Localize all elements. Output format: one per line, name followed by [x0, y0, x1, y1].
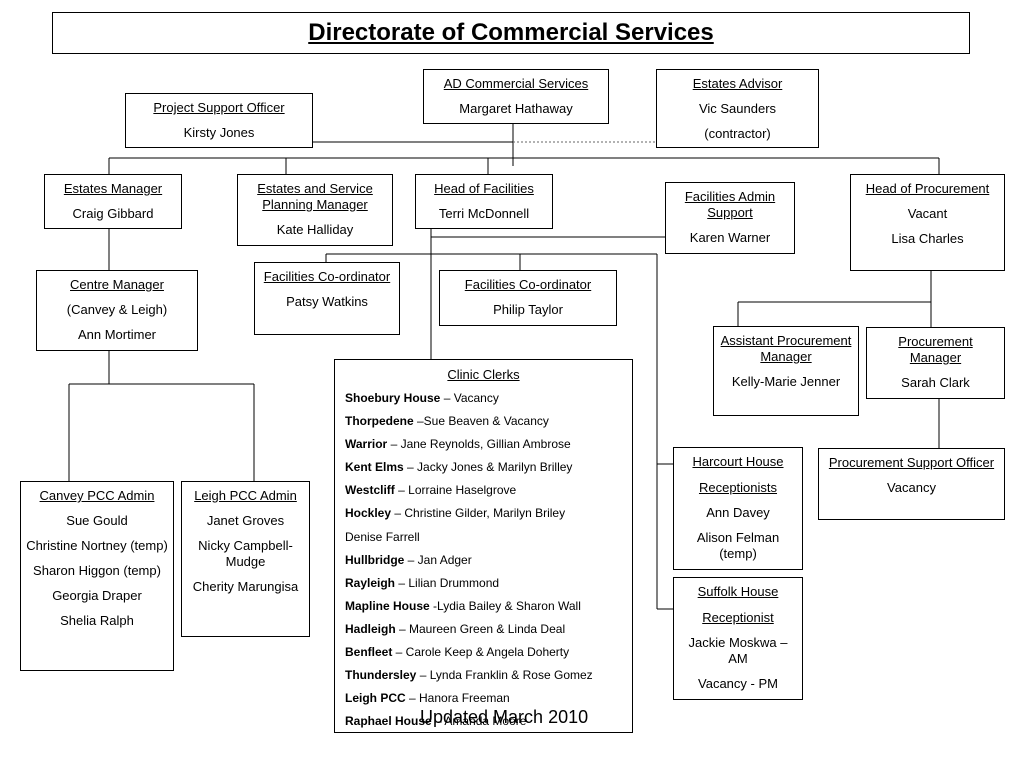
estates-advisor-heading: Estates Advisor — [692, 76, 783, 91]
clerk-entry: Mapline House -Lydia Bailey & Sharon Wal… — [345, 598, 581, 613]
estates-manager-name: Craig Gibbard — [72, 206, 154, 221]
canvey-admin-name: Georgia Draper — [52, 588, 142, 603]
clerk-entry: Hullbridge – Jan Adger — [345, 552, 472, 567]
clerk-entry: Denise Farrell — [345, 529, 420, 544]
ad-commercial-box: AD Commercial Services Margaret Hathaway — [423, 69, 609, 124]
head-facilities-name: Terri McDonnell — [438, 206, 530, 221]
centre-manager-name: Ann Mortimer — [77, 327, 157, 342]
planning-manager-name: Kate Halliday — [276, 222, 354, 237]
leigh-admin-heading: Leigh PCC Admin — [194, 488, 297, 503]
procurement-support-box: Procurement Support Officer Vacancy — [818, 448, 1005, 520]
leigh-admin-name: Janet Groves — [206, 513, 285, 528]
clerk-entry: Westcliff – Lorraine Haselgrove — [345, 483, 517, 498]
procurement-manager-heading: Procurement Manager — [898, 334, 973, 365]
coordinator-1-name: Patsy Watkins — [286, 294, 368, 309]
asst-procurement-name: Kelly-Marie Jenner — [731, 374, 841, 389]
head-facilities-box: Head of Facilities Terri McDonnell — [415, 174, 553, 229]
ad-commercial-name: Margaret Hathaway — [459, 101, 573, 116]
procurement-support-heading: Procurement Support Officer — [828, 455, 995, 470]
head-procurement-box: Head of Procurement Vacant Lisa Charles — [850, 174, 1005, 271]
head-procurement-line2: Lisa Charles — [891, 231, 964, 246]
asst-procurement-box: Assistant Procurement Manager Kelly-Mari… — [713, 326, 859, 416]
clerk-entry: Warrior – Jane Reynolds, Gillian Ambrose — [345, 437, 571, 452]
clinic-clerks-box: Clinic Clerks Shoebury House – Vacancy T… — [334, 359, 633, 733]
coordinator-1-heading: Facilities Co-ordinator — [263, 269, 391, 284]
clerk-entry: Raphael House – Amanda Moore — [345, 714, 527, 729]
planning-manager-box: Estates and Service Planning Manager Kat… — [237, 174, 393, 246]
harcourt-heading-1: Harcourt House — [692, 454, 784, 469]
suffolk-heading-2: Receptionist — [702, 610, 774, 625]
project-support-box: Project Support Officer Kirsty Jones — [125, 93, 313, 148]
suffolk-heading-1: Suffolk House — [697, 584, 779, 599]
clinic-clerks-heading: Clinic Clerks — [447, 367, 520, 382]
canvey-admin-box: Canvey PCC Admin Sue Gould Christine Nor… — [20, 481, 174, 671]
harcourt-box: Harcourt House Receptionists Ann Davey A… — [673, 447, 803, 570]
head-procurement-heading: Head of Procurement — [865, 181, 990, 196]
centre-manager-box: Centre Manager (Canvey & Leigh) Ann Mort… — [36, 270, 198, 351]
suffolk-box: Suffolk House Receptionist Jackie Moskwa… — [673, 577, 803, 700]
canvey-admin-name: Christine Nortney (temp) — [26, 538, 168, 553]
clerk-entry: Rayleigh – Lilian Drummond — [345, 575, 500, 590]
updated-note: Updated March 2010 — [420, 707, 589, 727]
leigh-admin-name: Nicky Campbell-Mudge — [198, 538, 293, 569]
clerk-entry: Benfleet – Carole Keep & Angela Doherty — [345, 645, 570, 660]
clerk-entry: Hockley – Christine Gilder, Marilyn Bril… — [345, 506, 566, 521]
centre-manager-heading: Centre Manager — [70, 277, 164, 292]
project-support-heading: Project Support Officer — [153, 100, 285, 115]
estates-advisor-box: Estates Advisor Vic Saunders (contractor… — [656, 69, 819, 148]
coordinator-1-box: Facilities Co-ordinator Patsy Watkins — [254, 262, 400, 335]
centre-manager-area: (Canvey & Leigh) — [66, 302, 168, 317]
leigh-admin-box: Leigh PCC Admin Janet Groves Nicky Campb… — [181, 481, 310, 637]
canvey-admin-name: Sue Gould — [66, 513, 128, 528]
head-facilities-heading: Head of Facilities — [434, 181, 534, 196]
suffolk-name-1: Jackie Moskwa – AM — [688, 635, 788, 666]
procurement-manager-box: Procurement Manager Sarah Clark — [866, 327, 1005, 399]
canvey-admin-name: Sharon Higgon (temp) — [33, 563, 161, 578]
clinic-clerks-list: Shoebury House – Vacancy Thorpedene –Sue… — [335, 387, 632, 733]
suffolk-name-2: Vacancy - PM — [698, 676, 778, 691]
harcourt-heading-2: Receptionists — [698, 480, 778, 495]
project-support-name: Kirsty Jones — [183, 125, 255, 140]
clerk-entry: Shoebury House – Vacancy — [345, 391, 499, 405]
clerk-entry: Thorpedene –Sue Beaven & Vacancy — [345, 414, 549, 429]
head-procurement-line1: Vacant — [907, 206, 948, 221]
coordinator-2-box: Facilities Co-ordinator Philip Taylor — [439, 270, 617, 326]
coordinator-2-heading: Facilities Co-ordinator — [464, 277, 592, 292]
planning-manager-heading: Estates and Service Planning Manager — [257, 181, 373, 212]
asst-procurement-heading: Assistant Procurement Manager — [720, 333, 852, 364]
leigh-admin-name: Cherity Marungisa — [192, 579, 299, 594]
estates-advisor-name: Vic Saunders — [698, 101, 777, 116]
page-title: Directorate of Commercial Services — [308, 19, 714, 46]
canvey-admin-heading: Canvey PCC Admin — [39, 488, 155, 503]
coordinator-2-name: Philip Taylor — [493, 302, 563, 317]
harcourt-name-2: Alison Felman (temp) — [696, 530, 780, 561]
harcourt-name-1: Ann Davey — [706, 505, 770, 520]
clerk-entry: Kent Elms – Jacky Jones & Marilyn Brille… — [345, 460, 573, 475]
procurement-support-name: Vacancy — [887, 480, 936, 495]
clerk-entry: Leigh PCC – Hanora Freeman — [345, 691, 510, 706]
title-box: Directorate of Commercial Services — [52, 12, 970, 54]
clerk-entry: Thundersley – Lynda Franklin & Rose Gome… — [345, 668, 593, 683]
estates-advisor-note: (contractor) — [704, 126, 771, 141]
ad-commercial-heading: AD Commercial Services — [443, 76, 589, 91]
clerk-entry: Hadleigh – Maureen Green & Linda Deal — [345, 621, 566, 636]
procurement-manager-name: Sarah Clark — [901, 375, 970, 390]
facilities-admin-heading: Facilities Admin Support — [684, 189, 776, 220]
facilities-admin-box: Facilities Admin Support Karen Warner — [665, 182, 795, 254]
facilities-admin-name: Karen Warner — [689, 230, 771, 245]
estates-manager-box: Estates Manager Craig Gibbard — [44, 174, 182, 229]
estates-manager-heading: Estates Manager — [63, 181, 163, 196]
canvey-admin-name: Shelia Ralph — [60, 613, 134, 628]
